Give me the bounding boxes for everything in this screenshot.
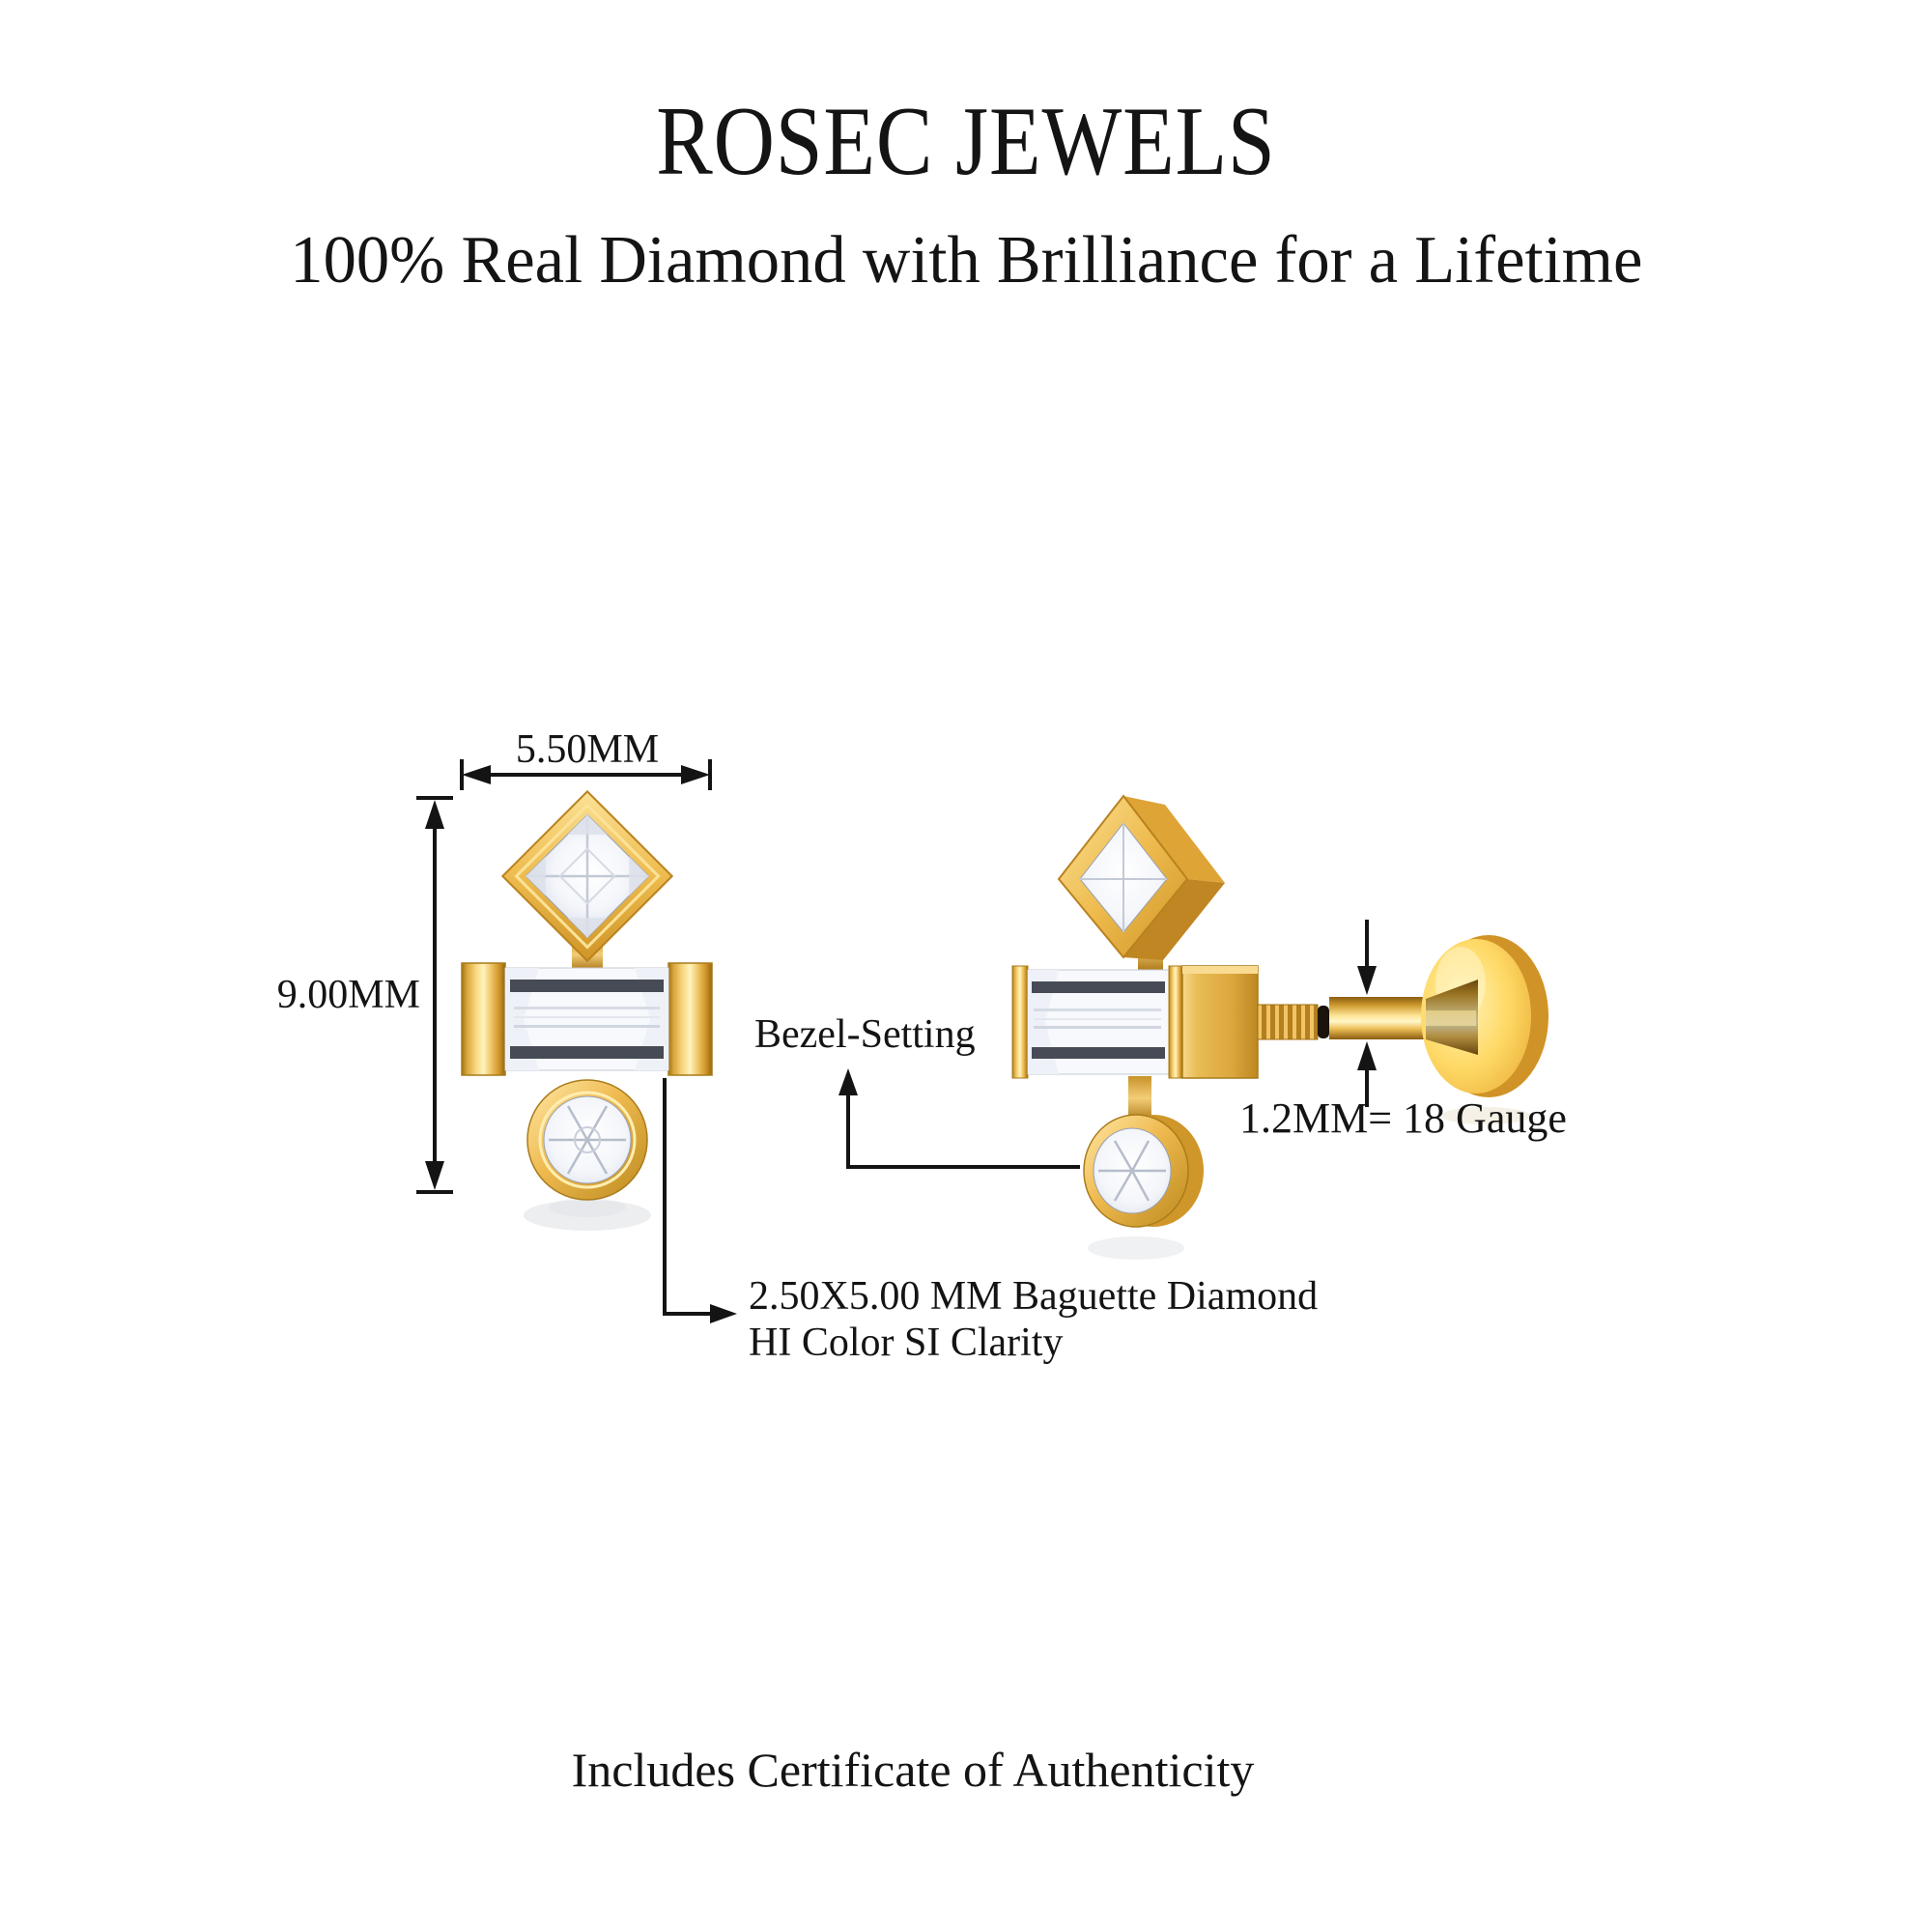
- princess-facets: [526, 814, 649, 938]
- side-baguette-step-facets: [1034, 1009, 1161, 1029]
- side-princess-bezel: [1057, 794, 1225, 960]
- baguette-callout: [663, 1078, 737, 1323]
- side-reflection: [1088, 1236, 1184, 1260]
- side-connector-bottom: [1128, 1076, 1151, 1121]
- brand-title: ROSEC JEWELS: [14, 85, 1918, 198]
- baguette-note: 2.50X5.00 MM Baguette Diamond HI Color S…: [749, 1273, 1318, 1367]
- round-diamond-facets: [549, 1105, 626, 1175]
- width-dimension: [460, 759, 712, 790]
- side-bezel-block-top-edge: [1182, 966, 1258, 974]
- baguette-note-line2: HI Color SI Clarity: [749, 1321, 1064, 1366]
- width-dim-arrow-right-icon: [681, 765, 710, 784]
- certificate-note: Includes Certificate of Authenticity: [571, 1743, 1255, 1797]
- baguette-band-top: [510, 980, 664, 992]
- labret-disc: [1421, 935, 1548, 1097]
- disc-reflection: [1441, 1107, 1530, 1124]
- height-dim-arrow-up-icon: [425, 800, 444, 829]
- gauge-dim-arrow-up-icon: [1357, 1041, 1377, 1070]
- baguette-callout-arrow-right-icon: [710, 1304, 737, 1323]
- gauge-dim-arrow-down-icon: [1357, 966, 1377, 995]
- bezel-setting-label: Bezel-Setting: [754, 1012, 976, 1057]
- o-ring: [1318, 1006, 1329, 1038]
- labret-post: [1329, 997, 1426, 1039]
- baguette-step-facets: [514, 1007, 660, 1028]
- side-baguette-bar-left: [1011, 965, 1029, 1079]
- baguette-facet-right: [635, 968, 668, 1070]
- round-bezel-lip: [538, 1091, 637, 1189]
- princess-depth-top: [1123, 796, 1225, 883]
- side-round-facets: [1098, 1140, 1166, 1202]
- bezel-callout-arrow-up-icon: [838, 1068, 858, 1095]
- baguette-band-bottom: [510, 1046, 664, 1059]
- post-disc-glint: [1426, 1010, 1476, 1026]
- front-round-bezel: [526, 1079, 648, 1201]
- height-dim-arrow-down-icon: [425, 1161, 444, 1190]
- side-baguette-assembly: [1011, 965, 1259, 1079]
- width-dimension-label: 5.50MM: [515, 727, 660, 772]
- round-table-facet: [574, 1126, 601, 1153]
- screw-thread: [1257, 1004, 1319, 1040]
- side-baguette-band-bottom: [1032, 1047, 1165, 1059]
- front-princess-bezel: [500, 789, 674, 963]
- baguette-gold-bar-left: [461, 962, 506, 1076]
- height-dimension-label: 9.00MM: [276, 973, 420, 1017]
- bezel-setting-callout: [838, 1068, 1080, 1169]
- front-baguette-assembly: [461, 962, 713, 1076]
- princess-bezel-step: [514, 803, 661, 950]
- baguette-callout-line: [663, 1078, 724, 1316]
- front-reflection-soft: [549, 1198, 626, 1217]
- brand-tagline-text: 100% Real Diamond with Brilliance for a …: [289, 223, 1643, 298]
- earring-side-view: [1011, 794, 1548, 1260]
- baguette-note-line1: 2.50X5.00 MM Baguette Diamond: [749, 1274, 1319, 1319]
- height-dimension: [416, 796, 453, 1194]
- side-princess-facets: [1080, 823, 1167, 932]
- side-baguette-band-top: [1032, 981, 1165, 993]
- princess-table-facet: [558, 847, 616, 905]
- bezel-callout-line: [846, 1082, 1080, 1169]
- gauge-label: 1.2MM= 18 Gauge: [1239, 1094, 1567, 1142]
- front-reflection: [524, 1200, 651, 1231]
- brand-title-text: ROSEC JEWELS: [656, 87, 1276, 196]
- princess-depth-bottom: [1123, 879, 1225, 960]
- width-dim-arrow-left-icon: [462, 765, 491, 784]
- earring-front-view: [461, 789, 713, 1231]
- gauge-dimension: [1357, 920, 1377, 1107]
- princess-corner-facets: [526, 814, 649, 938]
- brand-tagline: 100% Real Diamond with Brilliance for a …: [0, 222, 1932, 299]
- side-baguette-bar-right: [1168, 965, 1183, 1079]
- baguette-gold-bar-right: [668, 962, 713, 1076]
- side-bezel-block: [1181, 965, 1259, 1079]
- baguette-facet-left: [505, 968, 539, 1070]
- side-round-bezel: [1083, 1114, 1204, 1228]
